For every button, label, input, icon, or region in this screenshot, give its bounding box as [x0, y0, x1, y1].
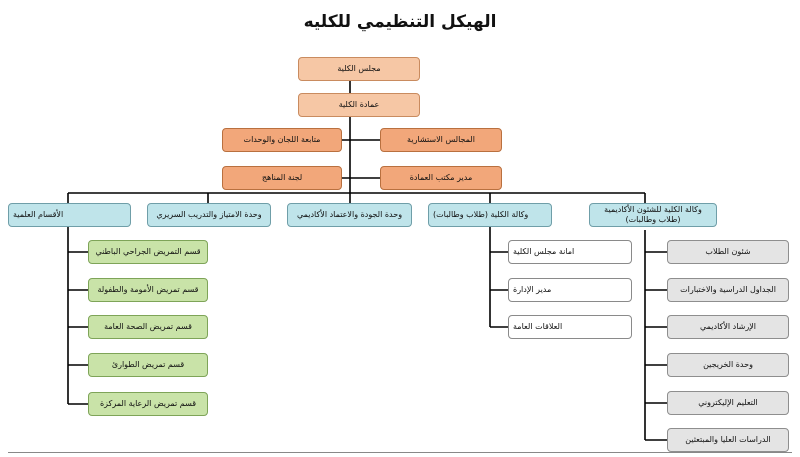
deanship-box: عمادة الكلية: [298, 93, 420, 117]
vice-unit-box: امانة مجلس الكلية: [508, 240, 632, 264]
department-box: قسم تمريض الأمومة والطفولة: [88, 278, 208, 302]
department-box: قسم تمريض الصحة العامة: [88, 315, 208, 339]
department-box: قسم تمريض الطوارئ: [88, 353, 208, 377]
curricula-committee-box: لجنة المناهج: [222, 166, 342, 190]
vice-unit-box: مدير الإدارة: [508, 278, 632, 302]
chart-title: الهيكل التنظيمي للكليه: [303, 12, 497, 32]
academic-departments-box: الأقسام العلمية: [8, 203, 131, 227]
academic-unit-box: الجداول الدراسية والاختبارات: [667, 278, 789, 302]
excellence-unit-box: وحدة الامتياز والتدريب السريري: [147, 203, 271, 227]
academic-unit-box: الدراسات العليا والمبتعثين: [667, 428, 789, 452]
quality-unit-box: وحدة الجودة والاعتماد الأكاديمي: [287, 203, 412, 227]
committees-followup-box: متابعة اللجان والوحدات: [222, 128, 342, 152]
academic-unit-box: شئون الطلاب: [667, 240, 789, 264]
academic-unit-box: وحدة الخريجين: [667, 353, 789, 377]
college-council-box: مجلس الكلية: [298, 57, 420, 81]
academic-unit-box: التعليم الإليكتروني: [667, 391, 789, 415]
academic-unit-box: الإرشاد الأكاديمي: [667, 315, 789, 339]
dean-office-director-box: مدير مكتب العمادة: [380, 166, 502, 190]
vice-unit-box: العلاقات العامة: [508, 315, 632, 339]
department-box: قسم تمريض الرعاية المركزة: [88, 392, 208, 416]
academic-affairs-vice-box: وكالة الكلية للشئون الأكاديمية (طلاب وطا…: [589, 203, 717, 227]
advisory-councils-box: المجالس الاستشارية: [380, 128, 502, 152]
department-box: قسم التمريض الجراحي الباطني: [88, 240, 208, 264]
bottom-divider: [8, 452, 792, 453]
student-affairs-vice-box: وكالة الكلية (طلاب وطالبات): [428, 203, 552, 227]
